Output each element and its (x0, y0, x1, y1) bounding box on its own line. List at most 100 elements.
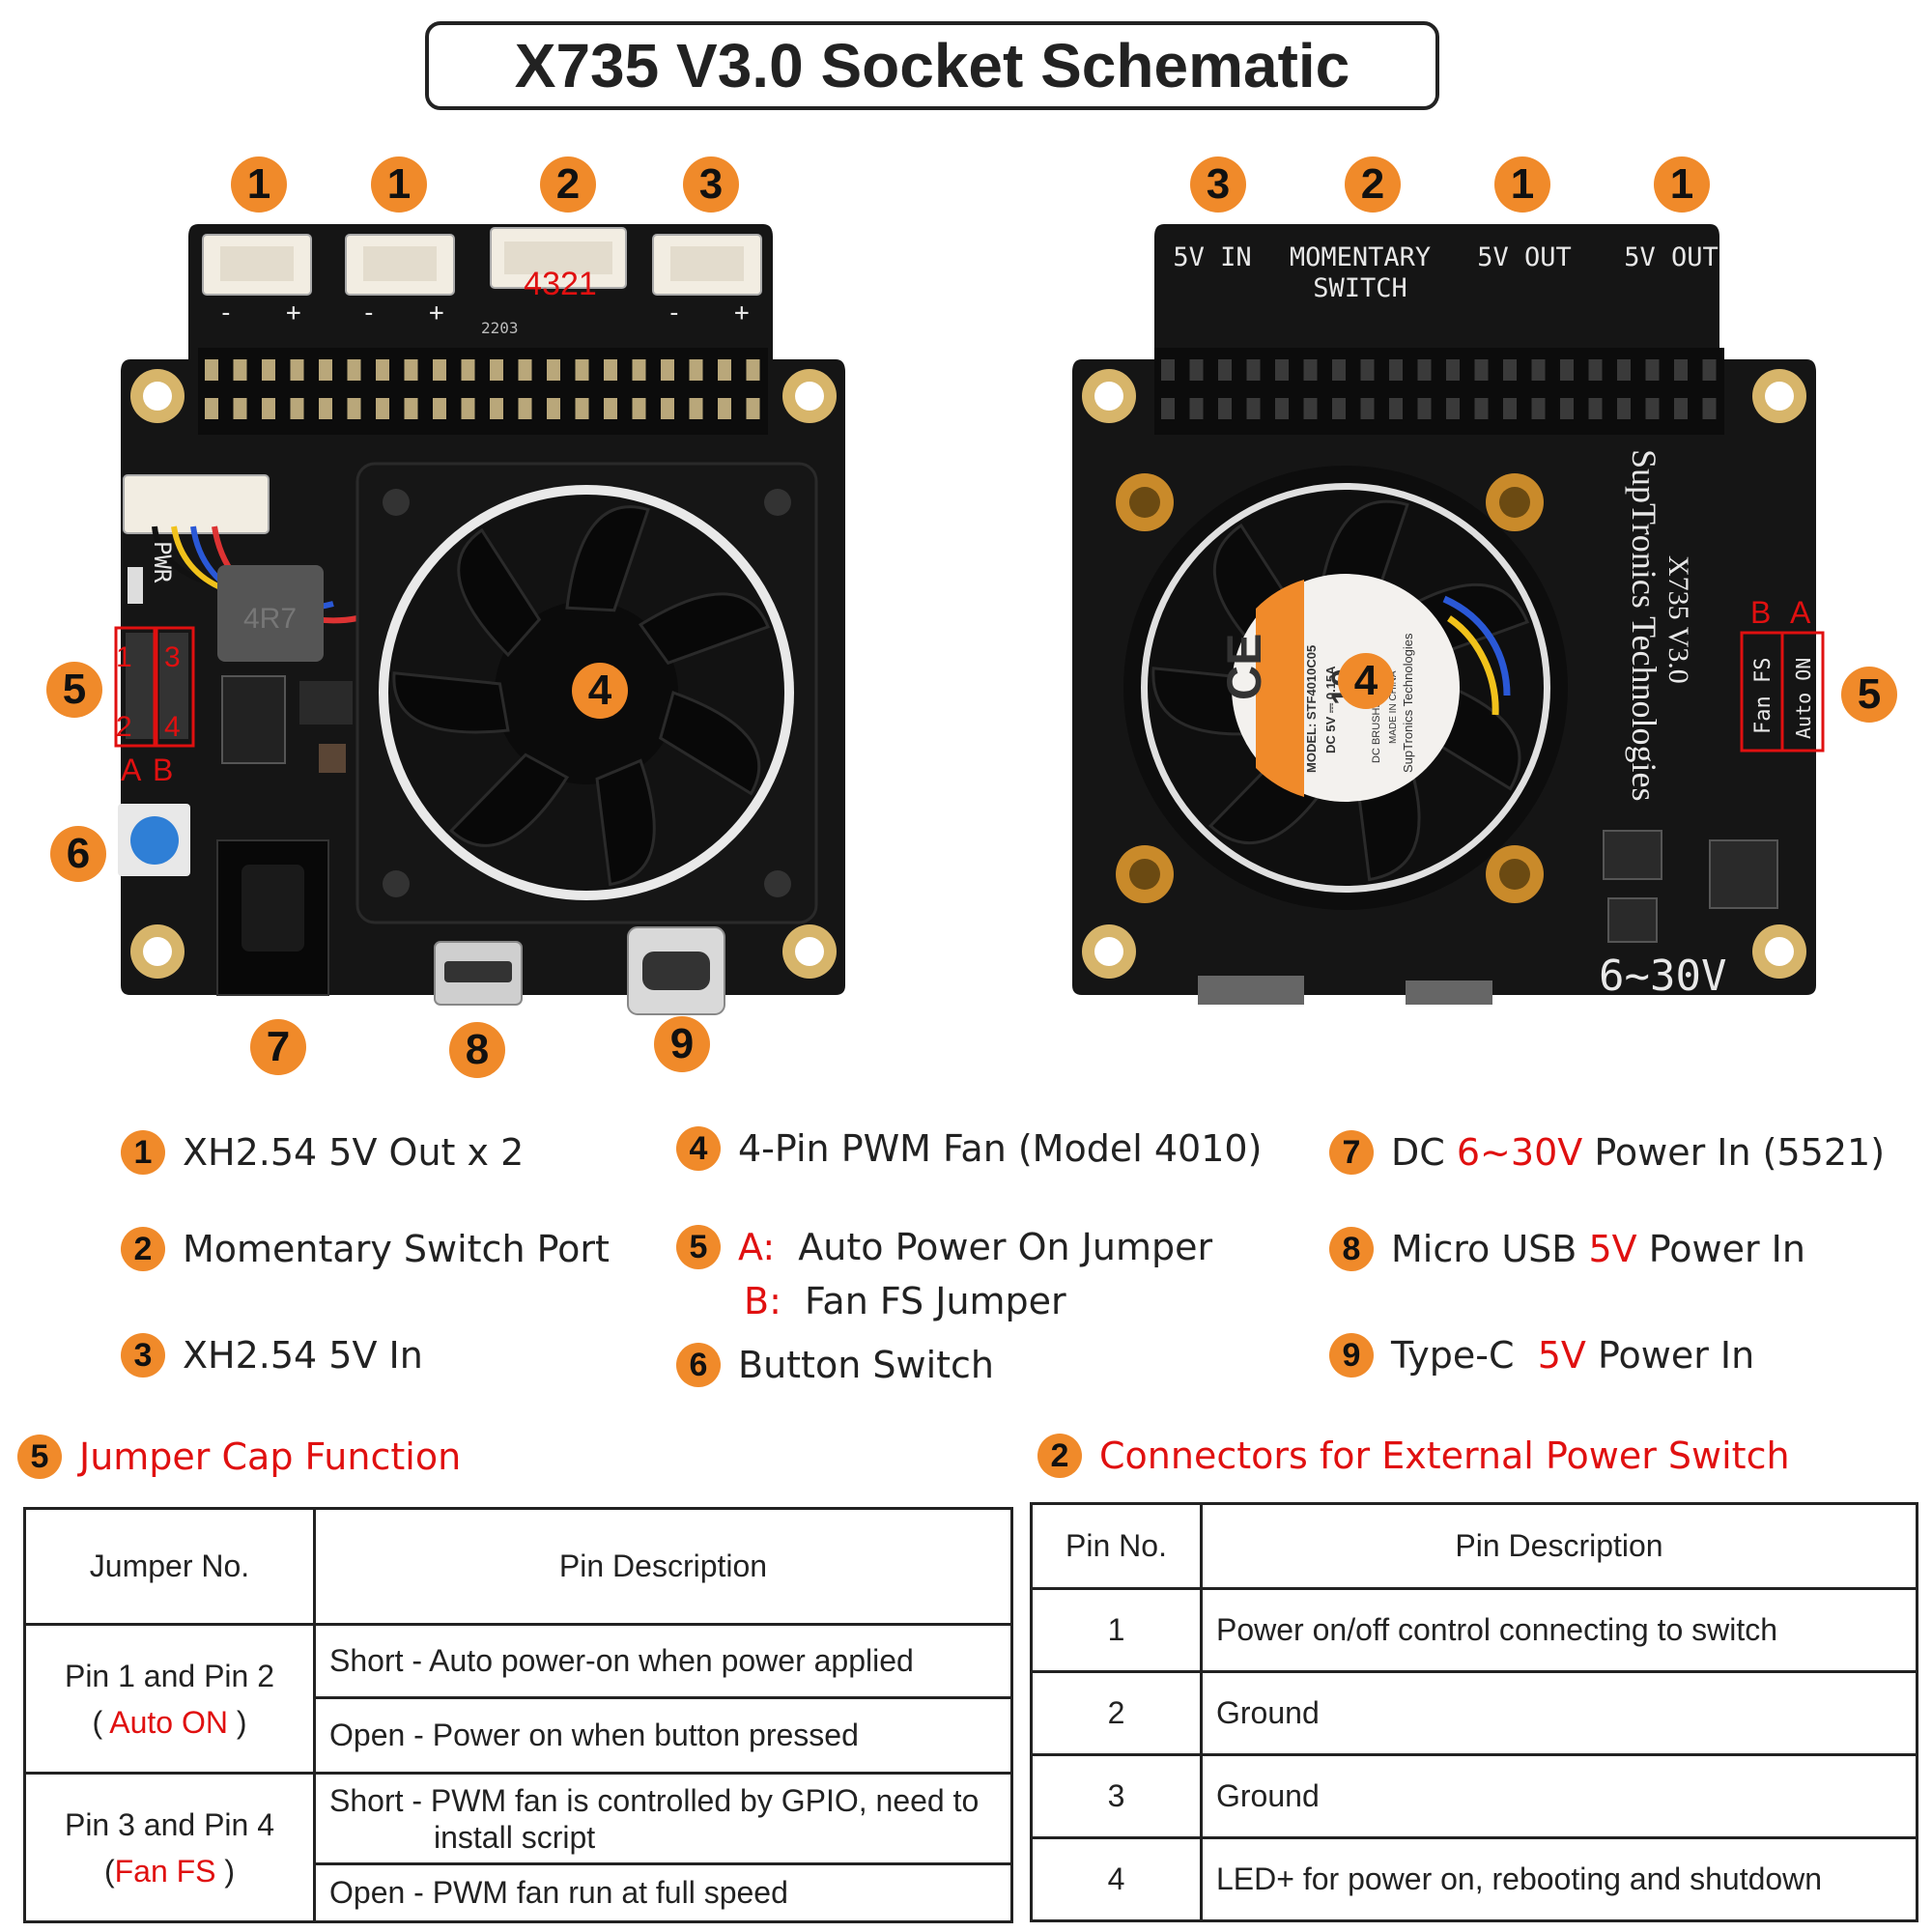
badge-2: 2 (1037, 1434, 1082, 1478)
svg-text:+: + (429, 298, 444, 327)
gpio-pin (1531, 359, 1546, 381)
badge-2: 2 (540, 156, 596, 213)
auto-on-outline (1780, 631, 1825, 753)
button-switch (118, 804, 190, 876)
badge-3: 3 (121, 1333, 165, 1378)
jumper-header-desc: Pin Description (313, 1507, 1013, 1626)
gpio-pin (262, 359, 275, 381)
fan-cable-connector (123, 474, 270, 534)
badge-1: 1 (1494, 156, 1550, 213)
badge-7: 7 (1329, 1130, 1374, 1175)
gpio-pin (547, 359, 560, 381)
gpio-pin (1560, 359, 1574, 381)
fan-rating-text: DC 5V ⎓ 0.15A (1323, 666, 1338, 753)
connector-section-title: Connectors for External Power Switch (1099, 1435, 1790, 1477)
fan-blade (392, 671, 510, 734)
badge-8: 8 (1329, 1227, 1374, 1271)
gpio-pin (347, 398, 361, 419)
badge-3: 3 (1190, 156, 1246, 213)
connector-header-desc: Pin Description (1200, 1502, 1918, 1590)
badge-2: 2 (1345, 156, 1401, 213)
ic-chip (221, 675, 286, 764)
label-5v-in: 5V IN (1173, 242, 1251, 272)
gpio-pin (1560, 398, 1574, 419)
gpio-pin (347, 359, 361, 381)
momentary-switch-port (490, 227, 627, 289)
jumper-row-short-line2: install script (434, 1819, 596, 1855)
jumper-letter-b: B (153, 753, 173, 787)
svg-text:-: - (667, 298, 682, 327)
gpio-pin (1161, 359, 1175, 381)
fan-blade (658, 691, 761, 796)
jumper-pin-3: 3 (164, 641, 181, 673)
fan-4010 (355, 462, 818, 924)
gpio-pin (746, 398, 760, 419)
connector-pin: 3 (1030, 1753, 1203, 1839)
gpio-pin (604, 359, 617, 381)
badge-1: 1 (231, 156, 287, 213)
board-illustration: 4321 2203 -+ -+ -+ 4R7 PWR 1 3 2 4 A B (114, 224, 1825, 1015)
mounting-hole (782, 369, 837, 423)
gpio-pin (461, 359, 475, 381)
jumper-header-jumper: Jumper No. (23, 1507, 316, 1626)
gpio-pin (1617, 398, 1631, 419)
legend-text: Button Switch (738, 1344, 994, 1386)
gpio-pin (575, 359, 589, 381)
gpio-pin (376, 398, 389, 419)
legend-text: Power In (1585, 1334, 1755, 1377)
legend-text: DC (1391, 1131, 1457, 1174)
legend-text: XH2.54 5V Out x 2 (183, 1131, 525, 1174)
xh-connector-5v-in (652, 234, 762, 296)
gpio-pin (1503, 359, 1517, 381)
fan-blade (1151, 667, 1252, 736)
connector-desc: LED+ for power on, rebooting and shutdow… (1200, 1836, 1918, 1922)
gpio-pin (1645, 359, 1660, 381)
page-title: X735 V3.0 Socket Schematic (425, 21, 1439, 110)
jumper-row-short-line1: Short - PWM fan is controlled by GPIO, n… (329, 1782, 980, 1818)
gpio-pin (604, 398, 617, 419)
gpio-pin (1588, 359, 1603, 381)
legend-text: Micro USB (1391, 1228, 1589, 1270)
gpio-pin (661, 398, 674, 419)
jumper-a-outline (114, 626, 156, 748)
gpio-pin (1246, 398, 1261, 419)
gpio-pin (433, 398, 446, 419)
jumper-row-sub: Fan FS (114, 1853, 216, 1889)
connector-pin: 4 (1030, 1836, 1203, 1922)
gpio-pin (1303, 398, 1318, 419)
badge-2: 2 (121, 1227, 165, 1271)
mounting-hole (1752, 369, 1806, 423)
badge-4: 4 (676, 1126, 721, 1171)
badge-5: 5 (17, 1435, 62, 1479)
brand-text: SupTronics Technologies (1625, 449, 1663, 802)
jumper-row-label: Pin 3 and Pin 4 (Fan FS ) (23, 1772, 316, 1923)
gpio-pin (262, 398, 275, 419)
badge-5: 5 (46, 662, 102, 718)
label-5v-out-1: 5V OUT (1477, 242, 1572, 272)
badge-1: 1 (1654, 156, 1710, 213)
fan-blade (1435, 685, 1521, 791)
jumper-row-open: Open - Power on when button pressed (313, 1696, 1013, 1775)
jumper-b-outline (155, 626, 195, 748)
mounting-hole (130, 369, 185, 423)
gpio-pin (376, 359, 389, 381)
gpio-pin (1360, 359, 1375, 381)
jumper-row-sub: Auto ON (109, 1704, 228, 1740)
legend-item: 4 4-Pin PWM Fan (Model 4010) (676, 1126, 1262, 1171)
gpio-pin (1275, 359, 1289, 381)
gpio-pin (1161, 398, 1175, 419)
gpio-pin (1332, 398, 1346, 419)
connector-header-pin: Pin No. (1030, 1502, 1203, 1590)
legend-text: 4-Pin PWM Fan (Model 4010) (738, 1127, 1263, 1170)
jumper-letter-b: B (1750, 595, 1771, 630)
gpio-pin (518, 359, 532, 381)
fan-blade (565, 505, 650, 612)
svg-text:-: - (361, 298, 377, 327)
svg-text:+: + (734, 298, 750, 327)
